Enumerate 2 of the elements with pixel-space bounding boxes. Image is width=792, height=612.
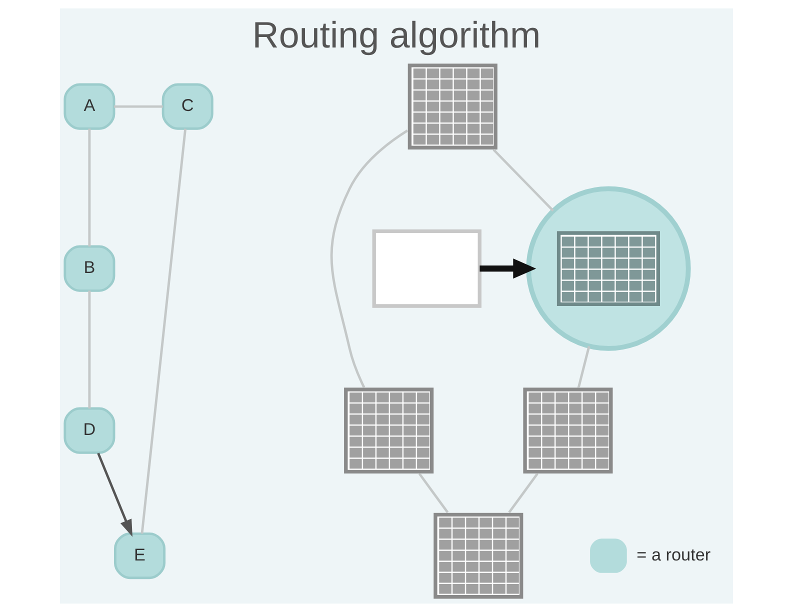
legend-label: = a router bbox=[636, 544, 710, 564]
diagram-title: Routing algorithm bbox=[252, 14, 540, 56]
